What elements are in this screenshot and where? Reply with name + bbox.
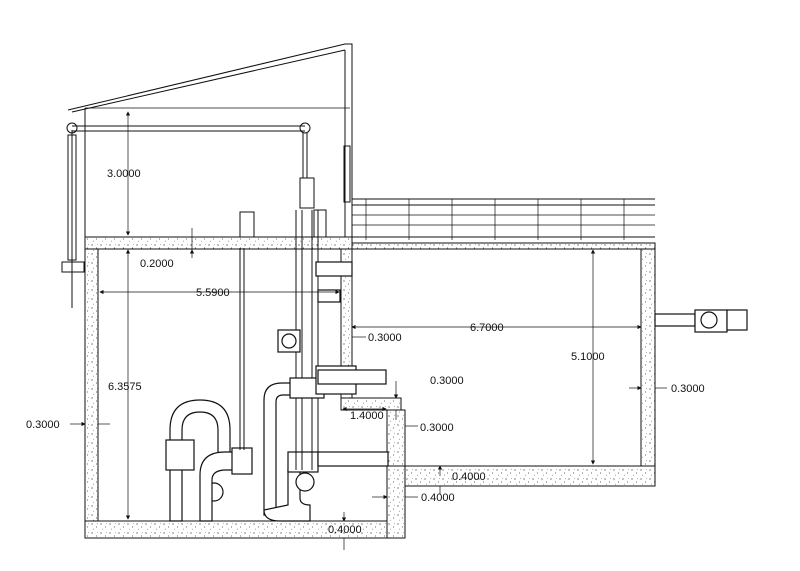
superstructure	[61, 43, 353, 308]
dim-slab-thickness: 0.2000	[140, 258, 174, 270]
dim-base-slab: 0.4000	[328, 524, 362, 536]
dim-wet-well-depth: 6.3575	[108, 381, 142, 393]
dim-tank-depth: 5.1000	[571, 351, 605, 363]
dim-left-wall: 0.3000	[26, 419, 60, 431]
dim-roof-height: 3.0000	[107, 168, 141, 180]
pumps-and-piping	[165, 177, 748, 522]
dimension-lines	[70, 111, 667, 550]
dim-step-wall-side: 0.3000	[420, 422, 454, 434]
dim-partition-wall: 0.3000	[368, 332, 402, 344]
handrail	[352, 198, 655, 240]
dim-tank-floor: 0.4000	[452, 471, 486, 483]
concrete-structure	[84, 236, 656, 539]
dim-step-wall-top: 0.3000	[430, 375, 464, 387]
dim-step-width: 1.4000	[350, 410, 384, 422]
dim-step-floor: 0.4000	[421, 492, 455, 504]
lifting-beam	[66, 122, 311, 178]
dim-tank-right-wall: 0.3000	[671, 383, 705, 395]
dim-tank-width: 6.7000	[470, 322, 504, 334]
dim-wet-well-width: 5.5900	[196, 287, 230, 299]
